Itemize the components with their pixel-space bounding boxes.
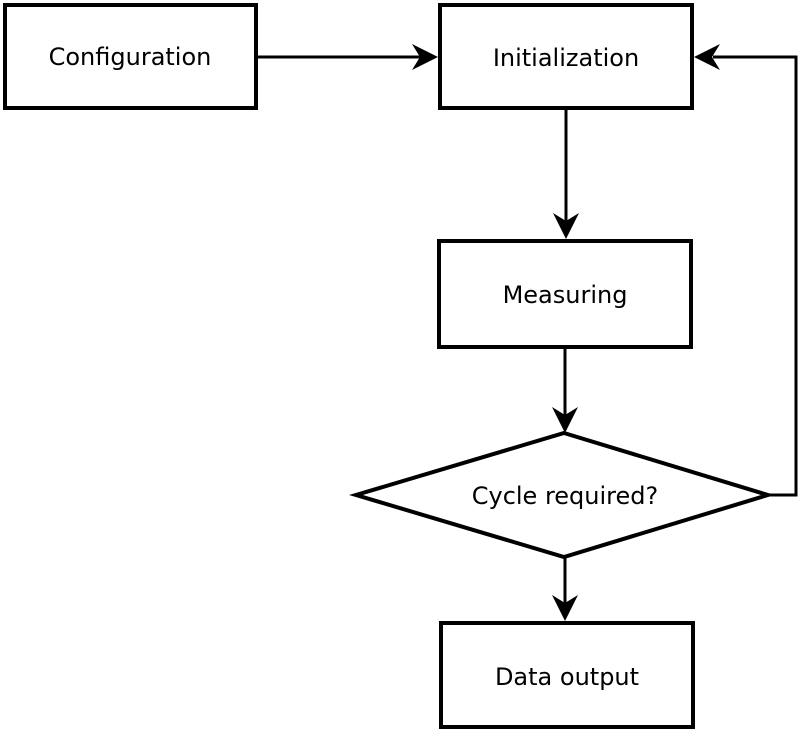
node-configuration: Configuration: [3, 3, 258, 110]
arrowhead-down-icon: [553, 213, 579, 239]
edge-cycle-required-to-data-output: [552, 557, 578, 621]
edge-cycle-required-to-initialization-feedback: [694, 44, 798, 497]
data-output-label: Data output: [495, 663, 639, 691]
arrowhead-down-icon: [552, 595, 578, 621]
measuring-box: [437, 239, 693, 349]
cycle-required-diamond: [348, 430, 775, 560]
data-output-box: [439, 621, 695, 729]
edge-line: [713, 55, 798, 497]
configuration-box: [3, 3, 258, 110]
arrowhead-left-icon: [694, 44, 720, 70]
node-initialization: Initialization: [438, 3, 694, 110]
node-cycle-required: Cycle required?: [348, 430, 775, 560]
initialization-label: Initialization: [493, 44, 639, 72]
node-measuring: Measuring: [437, 239, 693, 349]
initialization-box: [438, 3, 694, 110]
cycle-required-label: Cycle required?: [472, 482, 659, 510]
measuring-label: Measuring: [503, 281, 628, 309]
edge-measuring-to-cycle-required: [552, 349, 578, 433]
node-data-output: Data output: [439, 621, 695, 729]
edge-initialization-to-measuring: [553, 110, 579, 239]
edge-configuration-to-initialization: [258, 44, 438, 70]
arrowhead-right-icon: [412, 44, 438, 70]
arrowhead-down-icon: [552, 407, 578, 433]
configuration-label: Configuration: [49, 43, 212, 71]
